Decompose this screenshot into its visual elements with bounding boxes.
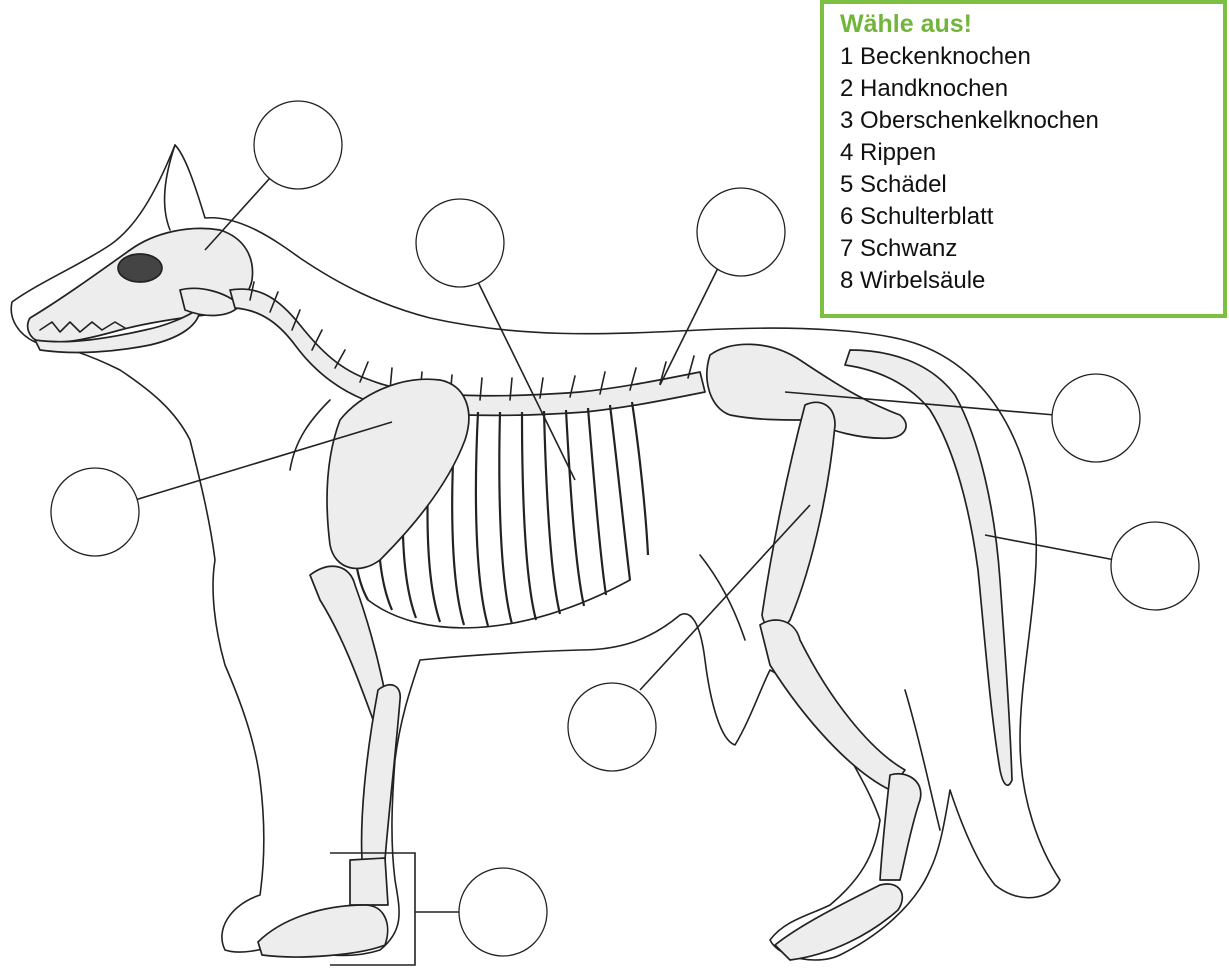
skull xyxy=(28,228,253,352)
answer-circle-hand-bones[interactable] xyxy=(459,868,547,956)
answer-circle-shoulder-blade[interactable] xyxy=(51,468,139,556)
word-bank-item: 6 Schulterblatt xyxy=(840,201,1223,233)
word-bank-title: Wähle aus! xyxy=(840,8,1223,41)
word-bank-item: 1 Beckenknochen xyxy=(840,41,1223,73)
word-bank-item: 2 Handknochen xyxy=(840,73,1223,105)
front-leg xyxy=(258,379,469,957)
answer-circle-tail[interactable] xyxy=(1111,522,1199,610)
word-bank-item: 5 Schädel xyxy=(840,169,1223,201)
answer-circle-femur[interactable] xyxy=(568,683,656,771)
word-bank-item: 7 Schwanz xyxy=(840,233,1223,265)
answer-circle-spine[interactable] xyxy=(697,188,785,276)
word-bank-item: 3 Oberschenkelknochen xyxy=(840,105,1223,137)
answer-circle-ribs[interactable] xyxy=(416,199,504,287)
word-bank-list: 1 Beckenknochen 2 Handknochen 3 Obersche… xyxy=(840,41,1223,297)
word-bank-box: Wähle aus! 1 Beckenknochen 2 Handknochen… xyxy=(820,0,1227,318)
word-bank-item: 8 Wirbelsäule xyxy=(840,265,1223,297)
answer-circle-skull[interactable] xyxy=(254,101,342,189)
answer-circle-pelvis[interactable] xyxy=(1052,374,1140,462)
word-bank-item: 4 Rippen xyxy=(840,137,1223,169)
hind-leg xyxy=(707,344,921,960)
spine xyxy=(230,282,705,415)
